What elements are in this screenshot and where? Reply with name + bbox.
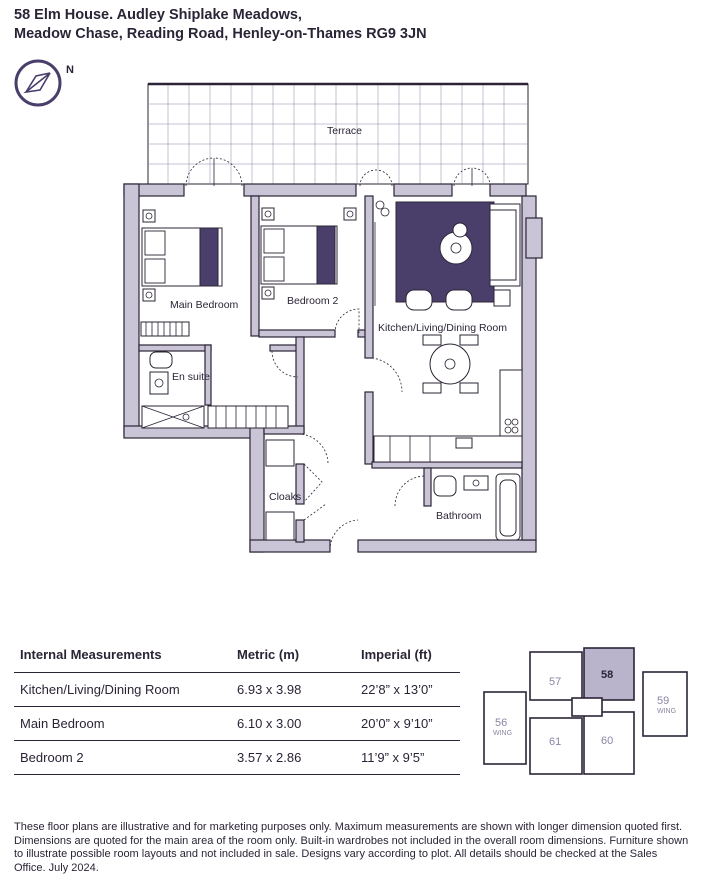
key-plan: 57 58 59 WING 56 WING 61 60 (483, 647, 688, 775)
cloaks-fixtures (265, 439, 295, 541)
bedroom2-bed (260, 207, 357, 300)
room-label-cloaks: Cloaks (269, 491, 301, 503)
imperial-cell: 20’0” x 9’10” (355, 706, 460, 741)
header-internal-measurements: Internal Measurements (14, 636, 231, 673)
dining-table (422, 334, 479, 394)
wing-label-56: WING (493, 730, 512, 737)
terrace-doors (185, 157, 491, 187)
room-name-cell: Main Bedroom (14, 706, 231, 741)
unit-label-61: 61 (549, 736, 561, 748)
unit-59 (642, 671, 688, 737)
unit-58-highlight (583, 647, 635, 701)
metric-cell: 6.93 x 3.98 (231, 672, 355, 707)
unit-56 (483, 691, 527, 765)
metric-cell: 6.10 x 3.00 (231, 706, 355, 741)
header-imperial: Imperial (ft) (355, 636, 460, 673)
table-row: Main Bedroom 6.10 x 3.00 20’0” x 9’10” (14, 706, 460, 741)
room-label-bathroom: Bathroom (436, 510, 482, 522)
table-row: Bedroom 2 3.57 x 2.86 11’9” x 9’5” (14, 740, 460, 775)
unit-61 (529, 717, 583, 775)
wing-label-59: WING (657, 708, 676, 715)
interior-walls (138, 195, 523, 543)
room-label-main-bedroom: Main Bedroom (170, 299, 239, 311)
room-name-cell: Bedroom 2 (14, 740, 231, 775)
unit-label-60: 60 (601, 735, 613, 747)
metric-cell: 3.57 x 2.86 (231, 740, 355, 775)
core (571, 697, 603, 717)
measurements-table: Internal Measurements Metric (m) Imperia… (14, 636, 460, 775)
room-name-cell: Kitchen/Living/Dining Room (14, 672, 231, 707)
unit-label-56: 56 (495, 717, 507, 729)
address-title: 58 Elm House. Audley Shiplake Meadows, M… (14, 6, 427, 44)
unit-60 (583, 711, 635, 775)
exterior-walls (123, 183, 543, 553)
kitchen-counters (373, 369, 523, 463)
imperial-cell: 11’9” x 9’5” (355, 740, 460, 775)
table-row: Kitchen/Living/Dining Room 6.93 x 3.98 2… (14, 672, 460, 707)
disclaimer-text: These floor plans are illustrative and f… (14, 821, 689, 874)
ensuite-fixtures (141, 351, 289, 429)
room-label-kitchen: Kitchen/Living/Dining Room (378, 322, 507, 334)
bathroom-fixtures (433, 473, 521, 541)
compass-icon (14, 59, 62, 107)
address-line-1: 58 Elm House. Audley Shiplake Meadows, (14, 7, 302, 23)
wardrobe-main-bedroom (140, 321, 190, 337)
room-label-bedroom2: Bedroom 2 (287, 295, 339, 307)
unit-label-57: 57 (549, 676, 561, 688)
living-area-rug (374, 200, 521, 311)
unit-57 (529, 651, 583, 701)
floor-plan: N Terrace (14, 59, 543, 553)
imperial-cell: 22’8” x 13’0” (355, 672, 460, 707)
main-bedroom-bed (141, 209, 223, 302)
interior-doors (271, 308, 426, 551)
room-label-terrace: Terrace (327, 125, 362, 137)
address-line-2: Meadow Chase, Reading Road, Henley-on-Th… (14, 26, 427, 42)
room-label-ensuite: En suite (172, 371, 210, 383)
terrace (147, 82, 529, 185)
compass-north-label: N (66, 64, 74, 76)
unit-label-59: 59 (657, 695, 669, 707)
unit-label-58: 58 (601, 669, 613, 681)
header-metric: Metric (m) (231, 636, 355, 673)
table-header-row: Internal Measurements Metric (m) Imperia… (14, 636, 460, 673)
